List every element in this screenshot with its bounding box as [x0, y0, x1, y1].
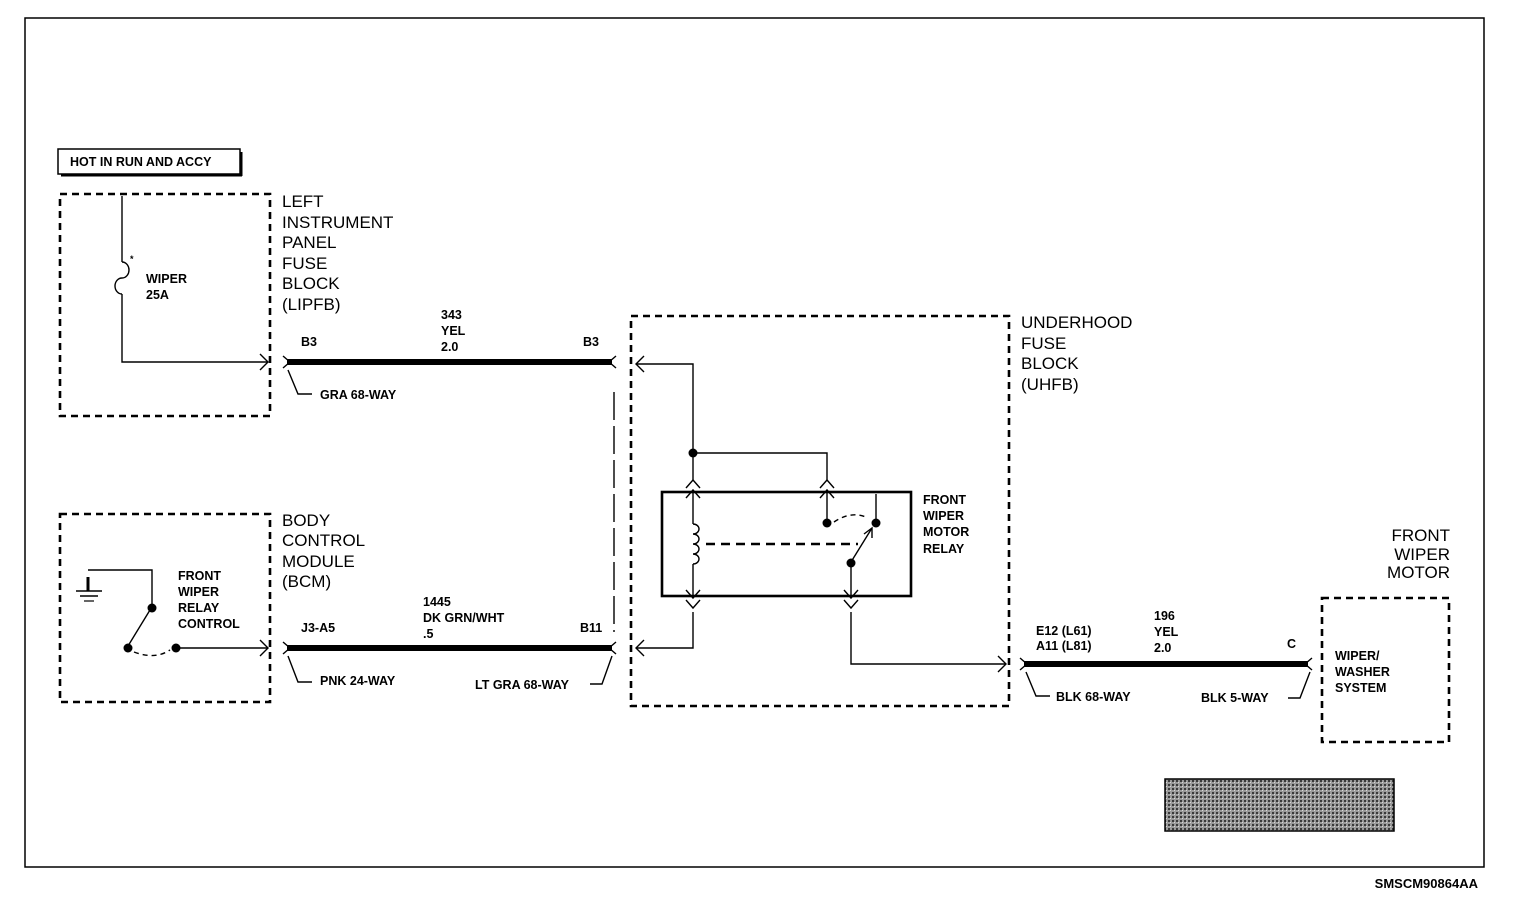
halftone-stamp — [1164, 778, 1395, 832]
bcm-title: BODY CONTROL MODULE (BCM) — [282, 511, 365, 591]
uhfb-internal-wiring — [635, 355, 1007, 673]
svg-text:UNDERHOOD: UNDERHOOD — [1021, 313, 1132, 332]
fuse-name: WIPER — [146, 272, 187, 286]
pin-j3-a5: J3-A5 — [301, 621, 335, 635]
svg-text:RELAY: RELAY — [178, 601, 220, 615]
svg-text:CONTROL: CONTROL — [178, 617, 240, 631]
svg-text:SYSTEM: SYSTEM — [1335, 681, 1386, 695]
svg-text:INSTRUMENT: INSTRUMENT — [282, 213, 393, 232]
connector-gra-68: GRA 68-WAY — [320, 388, 397, 402]
circuit-number: 196 — [1154, 609, 1175, 623]
motor-box — [1320, 596, 1451, 744]
wiper-washer-system-label: WIPER/ WASHER SYSTEM — [1335, 649, 1390, 695]
pin-b11: B11 — [580, 621, 602, 635]
wire-gauge: 2.0 — [441, 340, 458, 354]
pin-c: C — [1287, 637, 1296, 651]
wire-color: YEL — [1154, 625, 1179, 639]
wire-color: DK GRN/WHT — [423, 611, 505, 625]
bcm-relay-control-switch: FRONT WIPER RELAY CONTROL — [76, 569, 269, 657]
power-source-label: HOT IN RUN AND ACCY — [57, 148, 243, 177]
svg-text:WASHER: WASHER — [1335, 665, 1390, 679]
svg-text:MOTOR: MOTOR — [1387, 563, 1450, 582]
pin-b3-left: B3 — [301, 335, 317, 349]
svg-text:FUSE: FUSE — [282, 254, 327, 273]
svg-text:WIPER: WIPER — [1394, 545, 1450, 564]
uhfb-title: UNDERHOOD FUSE BLOCK (UHFB) — [1021, 313, 1132, 394]
svg-text:FRONT: FRONT — [1391, 526, 1450, 545]
svg-text:(UHFB): (UHFB) — [1021, 375, 1079, 394]
diagram-border — [24, 17, 1485, 868]
svg-text:FRONT: FRONT — [923, 493, 966, 507]
front-wiper-motor-relay: FRONT WIPER MOTOR RELAY — [660, 478, 969, 610]
svg-text:WIPER: WIPER — [923, 509, 964, 523]
front-wiper-motor-title: FRONT WIPER MOTOR — [1387, 526, 1450, 582]
connector-pnk-24: PNK 24-WAY — [320, 674, 396, 688]
svg-text:WIPER: WIPER — [178, 585, 219, 599]
bcm-box — [58, 512, 272, 704]
circuit-number: 343 — [441, 308, 462, 322]
figure-id: SMSCM90864AA — [1375, 876, 1479, 891]
connector-blk-5: BLK 5-WAY — [1201, 691, 1269, 705]
svg-text:MOTOR: MOTOR — [923, 525, 969, 539]
circuit-343: B3 B3 343 YEL 2.0 GRA 68-WAY — [282, 308, 617, 632]
svg-text:BODY: BODY — [282, 511, 330, 530]
svg-text:*: * — [130, 254, 134, 264]
lipfb-title: LEFT INSTRUMENT PANEL FUSE BLOCK (LIPFB) — [282, 192, 393, 314]
svg-text:LEFT: LEFT — [282, 192, 324, 211]
svg-text:MODULE: MODULE — [282, 552, 355, 571]
svg-text:FRONT: FRONT — [178, 569, 221, 583]
svg-text:FUSE: FUSE — [1021, 334, 1066, 353]
svg-text:(LIPFB): (LIPFB) — [282, 295, 341, 314]
wire-color: YEL — [441, 324, 466, 338]
pin-e12: E12 (L61) — [1036, 624, 1092, 638]
connector-blk-68: BLK 68-WAY — [1056, 690, 1131, 704]
circuit-1445: J3-A5 B11 1445 DK GRN/WHT .5 PNK 24-WAY … — [282, 595, 617, 692]
svg-text:RELAY: RELAY — [923, 542, 965, 556]
pin-a11: A11 (L81) — [1036, 639, 1092, 653]
svg-text:(BCM): (BCM) — [282, 572, 331, 591]
wire-gauge: 2.0 — [1154, 641, 1171, 655]
svg-text:WIPER/: WIPER/ — [1335, 649, 1380, 663]
wiper-fuse: * WIPER 25A — [114, 196, 269, 371]
svg-text:CONTROL: CONTROL — [282, 531, 365, 550]
circuit-number: 1445 — [423, 595, 451, 609]
svg-text:BLOCK: BLOCK — [282, 274, 340, 293]
svg-text:PANEL: PANEL — [282, 233, 337, 252]
lipfb-box — [58, 192, 272, 418]
pin-b3-right: B3 — [583, 335, 599, 349]
wire-gauge: .5 — [423, 627, 433, 641]
circuit-196: E12 (L61) A11 (L81) C 196 YEL 2.0 BLK 68… — [1019, 609, 1313, 705]
svg-text:BLOCK: BLOCK — [1021, 354, 1079, 373]
connector-lt-gra-68: LT GRA 68-WAY — [475, 678, 570, 692]
hot-in-run-label: HOT IN RUN AND ACCY — [70, 155, 212, 169]
fuse-rating: 25A — [146, 288, 169, 302]
